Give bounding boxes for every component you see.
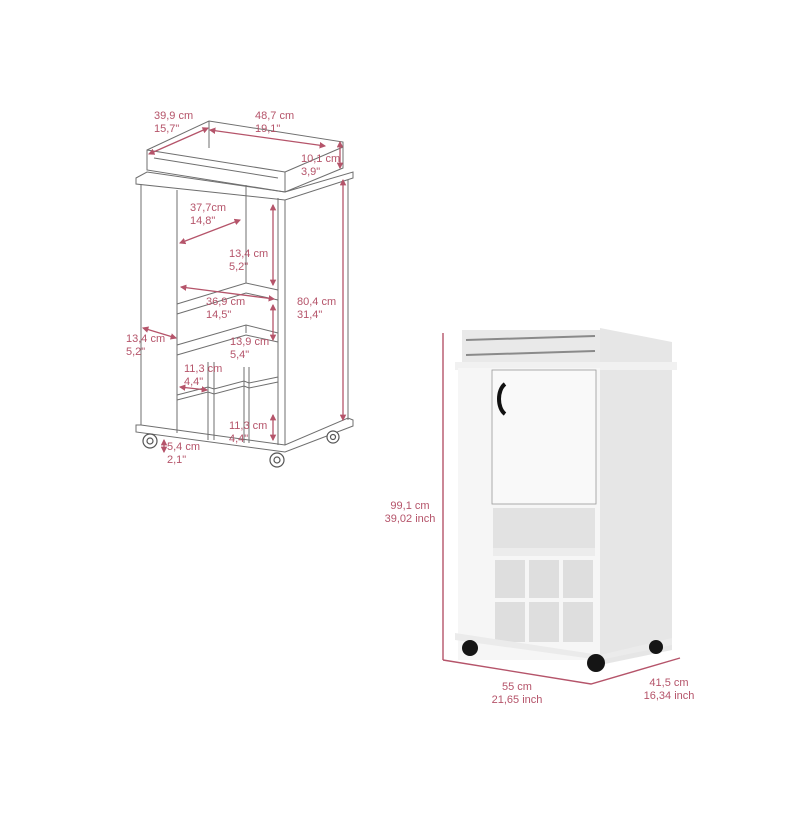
wheels-render	[462, 640, 663, 672]
bar-cart-render	[455, 328, 677, 672]
dimension-lines	[141, 127, 347, 454]
door-handle-icon[interactable]	[497, 382, 507, 416]
product-dimension-lines	[442, 333, 681, 685]
cabinet-door[interactable]	[491, 369, 597, 505]
wheels-outline	[142, 430, 340, 468]
